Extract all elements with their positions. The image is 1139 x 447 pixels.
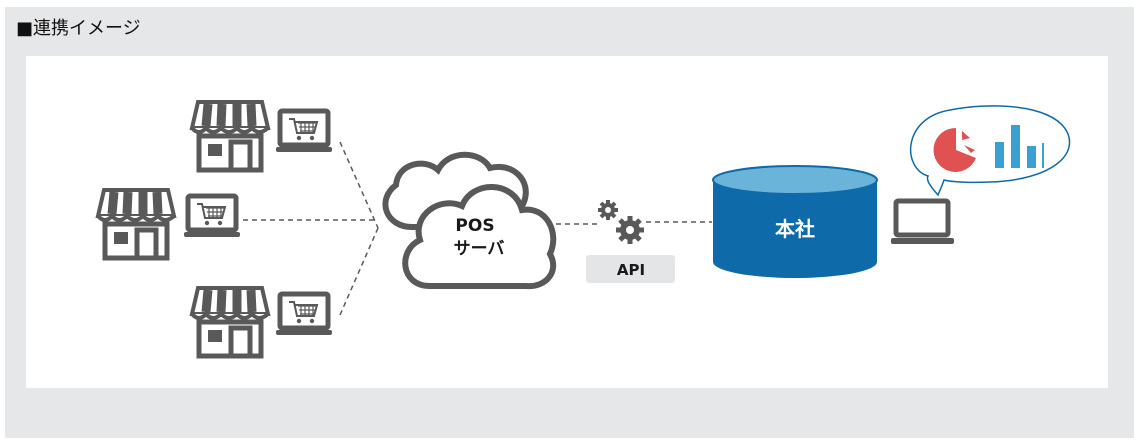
shopping-cart-laptop-icon xyxy=(184,196,240,237)
store-icon xyxy=(98,190,174,258)
cloud-icon xyxy=(382,151,557,290)
connection-lines xyxy=(243,141,712,316)
laptop-icon xyxy=(891,198,954,244)
bar-chart-icon xyxy=(995,125,1044,168)
diagram-caption: ■連携イメージ xyxy=(16,18,141,39)
pos-server-label: POS xyxy=(455,216,494,236)
speech-bubble xyxy=(909,105,1071,197)
shopping-cart-laptop-icon xyxy=(276,294,332,335)
gears-icon xyxy=(598,200,644,244)
api-badge xyxy=(586,255,675,283)
pie-chart-icon xyxy=(933,127,976,172)
api-label: API xyxy=(617,261,645,279)
pos-server-sublabel: サーバ xyxy=(454,239,505,259)
database-icon xyxy=(712,165,878,278)
store-icon xyxy=(192,288,268,356)
headquarters-label: 本社 xyxy=(775,217,815,241)
shopping-cart-laptop-icon xyxy=(276,111,332,152)
store-icon xyxy=(192,102,268,170)
